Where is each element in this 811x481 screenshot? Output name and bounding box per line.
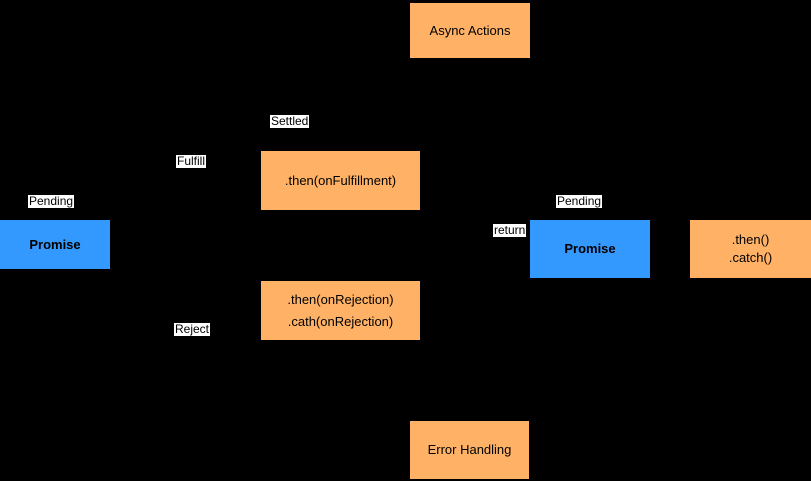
node-error-handling-label: Error Handling — [427, 442, 512, 458]
edge-label-reject: Reject — [174, 322, 211, 336]
node-then-catch-label: .then() .catch() — [728, 232, 773, 265]
edge-label-pending-right: Pending — [556, 194, 603, 208]
edge-label-settled: Settled — [270, 114, 310, 128]
node-then-onrejection-label: .then(onRejection) .cath(onRejection) — [287, 292, 394, 329]
node-async-actions-label: Async Actions — [429, 22, 511, 38]
edge-label-return: return — [493, 223, 527, 237]
node-async-actions: Async Actions — [410, 3, 530, 58]
node-then-onrejection: .then(onRejection) .cath(onRejection) — [261, 281, 420, 340]
node-promise-left-label: Promise — [29, 236, 81, 252]
edge-label-pending-left: Pending — [28, 194, 75, 208]
node-then-onfulfillment: .then(onFulfillment) — [261, 151, 420, 210]
node-promise-right-label: Promise — [564, 241, 616, 257]
node-then-onfulfillment-label: .then(onFulfillment) — [284, 172, 397, 188]
node-then-catch: .then() .catch() — [690, 220, 811, 278]
node-error-handling: Error Handling — [410, 421, 529, 479]
node-promise-right: Promise — [530, 220, 650, 278]
node-promise-left: Promise — [0, 220, 110, 269]
edge-label-fulfill: Fulfill — [176, 154, 207, 168]
